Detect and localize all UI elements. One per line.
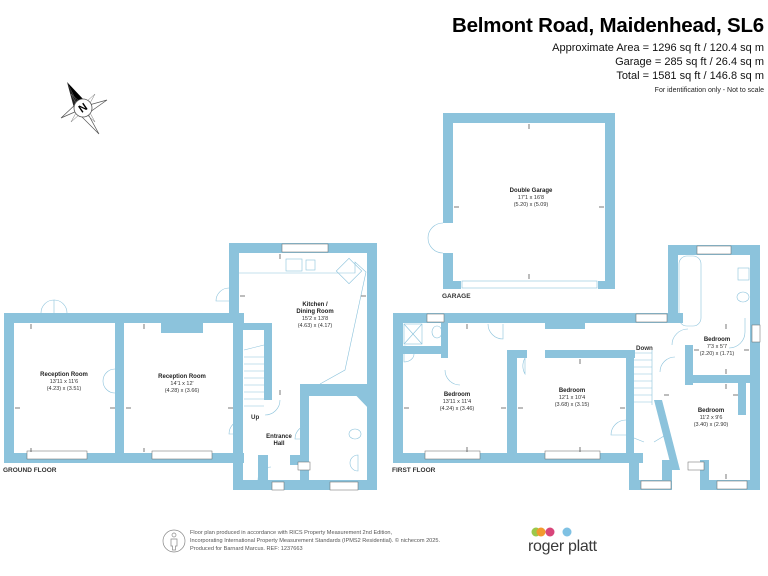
- room-bedroom-3: Bedroom 7'3 x 5'7 (2.20) x (1.71): [700, 337, 735, 358]
- room-metric: (2.20) x (1.71): [699, 351, 735, 357]
- garage-walls: [443, 113, 615, 289]
- room-imperial: 11'2 x 9'6: [699, 415, 723, 421]
- garage-side-door: [427, 222, 444, 254]
- room-name: Entrance: [266, 434, 292, 440]
- scale-note: For identification only - Not to scale: [654, 87, 764, 94]
- room-metric: (4.24) x (3.46): [439, 406, 475, 412]
- footer-line-1: Floor plan produced in accordance with R…: [190, 530, 393, 536]
- north-compass-icon: N: [60, 82, 108, 135]
- stairs-up-label: Up: [251, 414, 260, 421]
- approximate-area: Approximate Area = 1296 sq ft / 120.4 sq…: [552, 42, 764, 54]
- room-double-garage: Double Garage 17'1 x 16'8 (5.20) x (5.09…: [510, 188, 553, 209]
- kitchen-fittings: [239, 257, 367, 472]
- garage-door: [461, 280, 598, 289]
- ground-stairs: [243, 344, 265, 407]
- garage-label: GARAGE: [442, 293, 471, 300]
- room-name-2: Hall: [273, 441, 285, 447]
- room-bedroom-4: Bedroom 11'2 x 9'6 (3.40) x (2.90): [694, 408, 729, 429]
- room-name: Reception Room: [158, 374, 206, 380]
- room-bedroom-1: Bedroom 13'11 x 11'4 (4.24) x (3.46): [440, 392, 475, 413]
- room-metric: (4.23) x (3.51): [46, 386, 82, 392]
- first-stairs: [632, 350, 653, 405]
- footer-disclaimer: Floor plan produced in accordance with R…: [190, 529, 440, 553]
- footer-line-2: Incorporating International Property Mea…: [190, 538, 441, 544]
- room-kitchen-dining: Kitchen / Dining Room 15'2 x 13'8 (4.63)…: [296, 302, 333, 330]
- room-reception-1: Reception Room 13'11 x 11'6 (4.23) x (3.…: [40, 372, 88, 393]
- room-imperial: 14'1 x 12': [170, 381, 194, 387]
- room-bedroom-2: Bedroom 12'1 x 10'4 (3.68) x (3.15): [555, 388, 590, 409]
- room-name: Bedroom: [697, 408, 725, 414]
- room-metric: (3.40) x (2.90): [693, 422, 729, 428]
- room-imperial: 15'2 x 13'8: [301, 316, 329, 322]
- first-floor-fittings: [403, 255, 750, 443]
- room-reception-2: Reception Room 14'1 x 12' (4.28) x (3.66…: [158, 374, 206, 395]
- room-name: Reception Room: [40, 372, 88, 378]
- dimension-markers: [15, 124, 749, 479]
- room-metric: (4.63) x (4.17): [297, 323, 333, 329]
- room-name: Bedroom: [703, 337, 731, 343]
- room-metric: (4.28) x (3.66): [164, 388, 200, 394]
- room-name: Double Garage: [509, 188, 553, 194]
- room-imperial: 7'3 x 5'7: [706, 344, 728, 350]
- ground-floor-windows: [26, 243, 359, 491]
- first-floor-label: FIRST FLOOR: [392, 467, 436, 474]
- roger-platt-logo-dots: [531, 527, 572, 537]
- room-imperial: 13'11 x 11'4: [442, 399, 472, 405]
- room-entrance-hall: Entrance Hall: [266, 434, 292, 448]
- garage-area: Garage = 285 sq ft / 26.4 sq m: [615, 56, 764, 68]
- room-imperial: 12'1 x 10'4: [558, 395, 586, 401]
- room-name: Kitchen /: [302, 302, 328, 308]
- room-metric: (3.68) x (3.15): [554, 402, 590, 408]
- room-name: Bedroom: [443, 392, 471, 398]
- stairs-down-label: Down: [636, 345, 653, 352]
- first-floor-windows: [424, 245, 761, 490]
- room-imperial: 17'1 x 16'8: [517, 195, 545, 201]
- footer-line-3: Produced for Barnard Marcus. REF: 123766…: [190, 546, 303, 552]
- person-measure-icon: [162, 529, 186, 553]
- room-name-2: Dining Room: [296, 309, 334, 315]
- ground-floor-doors: [40, 287, 310, 481]
- roger-platt-logo: roger platt: [528, 538, 597, 555]
- room-imperial: 13'11 x 11'6: [49, 379, 79, 385]
- room-metric: (5.20) x (5.09): [513, 202, 549, 208]
- room-name: Bedroom: [558, 388, 586, 394]
- total-area: Total = 1581 sq ft / 146.8 sq m: [616, 70, 764, 82]
- property-title: Belmont Road, Maidenhead, SL6: [452, 14, 764, 37]
- ground-floor-label: GROUND FLOOR: [3, 467, 57, 474]
